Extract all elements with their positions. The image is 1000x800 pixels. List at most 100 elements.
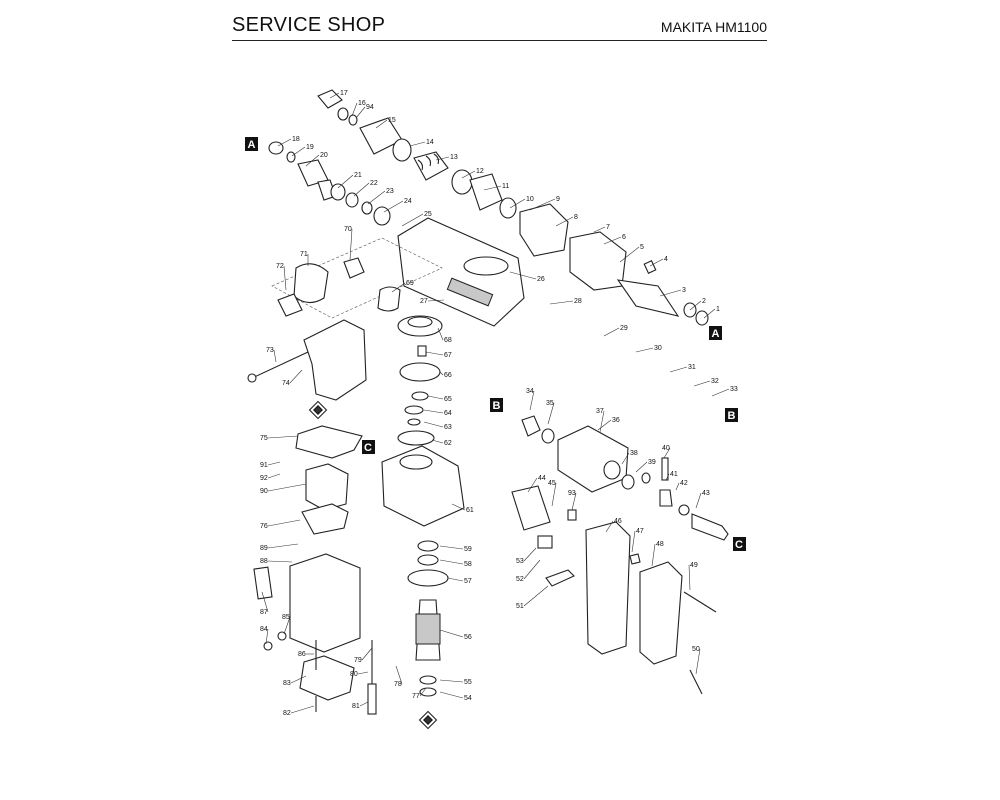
part-number-37: 37	[596, 408, 604, 415]
part-number-68: 68	[444, 337, 452, 344]
part-number-53: 53	[516, 558, 524, 565]
handle-assembly	[511, 485, 717, 695]
part-number-8: 8	[574, 214, 578, 221]
leader-line-14	[409, 141, 426, 147]
part-number-63: 63	[444, 424, 452, 431]
leader-line-74	[289, 369, 303, 384]
part-number-32: 32	[711, 378, 719, 385]
leader-line-91	[267, 461, 281, 466]
part-number-77: 77	[412, 693, 420, 700]
part-number-61: 61	[466, 507, 474, 514]
leader-line-32	[693, 380, 711, 387]
leader-line-44	[527, 477, 538, 493]
part-number-52: 52	[516, 576, 524, 583]
service-shop-title: SERVICE SHOP	[232, 14, 386, 36]
part-number-79: 79	[354, 657, 362, 664]
leader-line-64	[423, 409, 444, 414]
leader-line-13	[435, 156, 450, 161]
leader-line-81	[359, 701, 369, 707]
leader-line-3	[659, 289, 682, 297]
part-number-3: 3	[682, 287, 686, 294]
leader-line-36	[597, 419, 612, 431]
leader-line-1	[703, 308, 716, 319]
svg-text:C: C	[364, 442, 372, 454]
leader-line-33	[711, 388, 730, 397]
part-number-23: 23	[386, 188, 394, 195]
leader-line-59	[439, 545, 464, 550]
model-title: MAKITA HM1100	[660, 19, 767, 35]
leader-line-41	[665, 473, 670, 481]
svg-text:B: B	[493, 400, 501, 412]
part-number-93: 93	[568, 490, 576, 497]
leader-line-80	[357, 671, 369, 675]
part-number-55: 55	[464, 679, 472, 686]
leader-line-88	[267, 560, 293, 563]
part-number-64: 64	[444, 410, 452, 417]
leader-line-67	[425, 351, 444, 356]
part-number-11: 11	[502, 183, 509, 190]
part-number-48: 48	[656, 541, 664, 548]
leader-line-4	[649, 258, 664, 267]
tag-a-right: A	[709, 326, 722, 340]
part-number-28: 28	[574, 298, 582, 305]
side-handle-assembly	[247, 237, 443, 420]
part-number-42: 42	[680, 480, 688, 487]
leader-line-62	[431, 439, 444, 444]
part-number-72: 72	[276, 263, 284, 270]
leader-line-8	[555, 216, 574, 227]
leader-line-39	[635, 461, 648, 473]
leader-line-79	[361, 647, 373, 661]
leader-line-57	[447, 577, 464, 582]
part-number-4: 4	[664, 256, 668, 263]
leader-line-25	[401, 213, 424, 227]
leader-line-27	[427, 299, 445, 302]
tag-b-left: B	[490, 398, 503, 412]
leader-line-47	[631, 530, 636, 553]
part-number-70: 70	[344, 226, 352, 233]
part-number-44: 44	[538, 475, 546, 482]
part-number-51: 51	[516, 603, 524, 610]
gear-stack	[381, 315, 465, 527]
part-number-6: 6	[622, 234, 626, 241]
leader-line-9	[529, 198, 556, 211]
leader-line-94	[355, 106, 366, 119]
leader-line-42	[675, 482, 680, 491]
leader-line-61	[451, 503, 466, 511]
part-number-17: 17	[340, 90, 348, 97]
part-number-76: 76	[260, 523, 268, 530]
leader-line-17	[329, 92, 340, 99]
part-number-36: 36	[612, 417, 620, 424]
svg-text:A: A	[248, 139, 256, 151]
part-number-90: 90	[260, 488, 268, 495]
part-number-75: 75	[260, 435, 268, 442]
part-number-10: 10	[526, 196, 534, 203]
svg-text:B: B	[728, 410, 736, 422]
part-number-87: 87	[260, 609, 268, 616]
leader-line-10	[509, 198, 526, 209]
leader-line-16	[351, 102, 358, 117]
leader-line-49	[688, 564, 691, 591]
leader-line-85	[283, 616, 291, 635]
tag-b-right: B	[725, 408, 738, 422]
leader-line-45	[551, 482, 557, 507]
part-number-59: 59	[464, 546, 472, 553]
part-number-22: 22	[370, 180, 378, 187]
part-number-14: 14	[426, 139, 434, 146]
part-number-7: 7	[606, 224, 610, 231]
field-housing	[253, 425, 377, 715]
barrel-assembly	[268, 89, 709, 327]
tag-c-right: C	[733, 537, 746, 551]
part-number-12: 12	[476, 168, 484, 175]
part-number-19: 19	[306, 144, 314, 151]
part-number-84: 84	[260, 626, 268, 633]
part-number-13: 13	[450, 154, 458, 161]
part-number-1: 1	[716, 306, 720, 313]
part-number-43: 43	[702, 490, 710, 497]
part-number-34: 34	[526, 388, 534, 395]
leader-line-84	[265, 628, 269, 645]
part-number-50: 50	[692, 646, 700, 653]
part-number-81: 81	[352, 703, 360, 710]
leader-line-34	[529, 390, 535, 411]
leader-line-73	[273, 349, 277, 363]
